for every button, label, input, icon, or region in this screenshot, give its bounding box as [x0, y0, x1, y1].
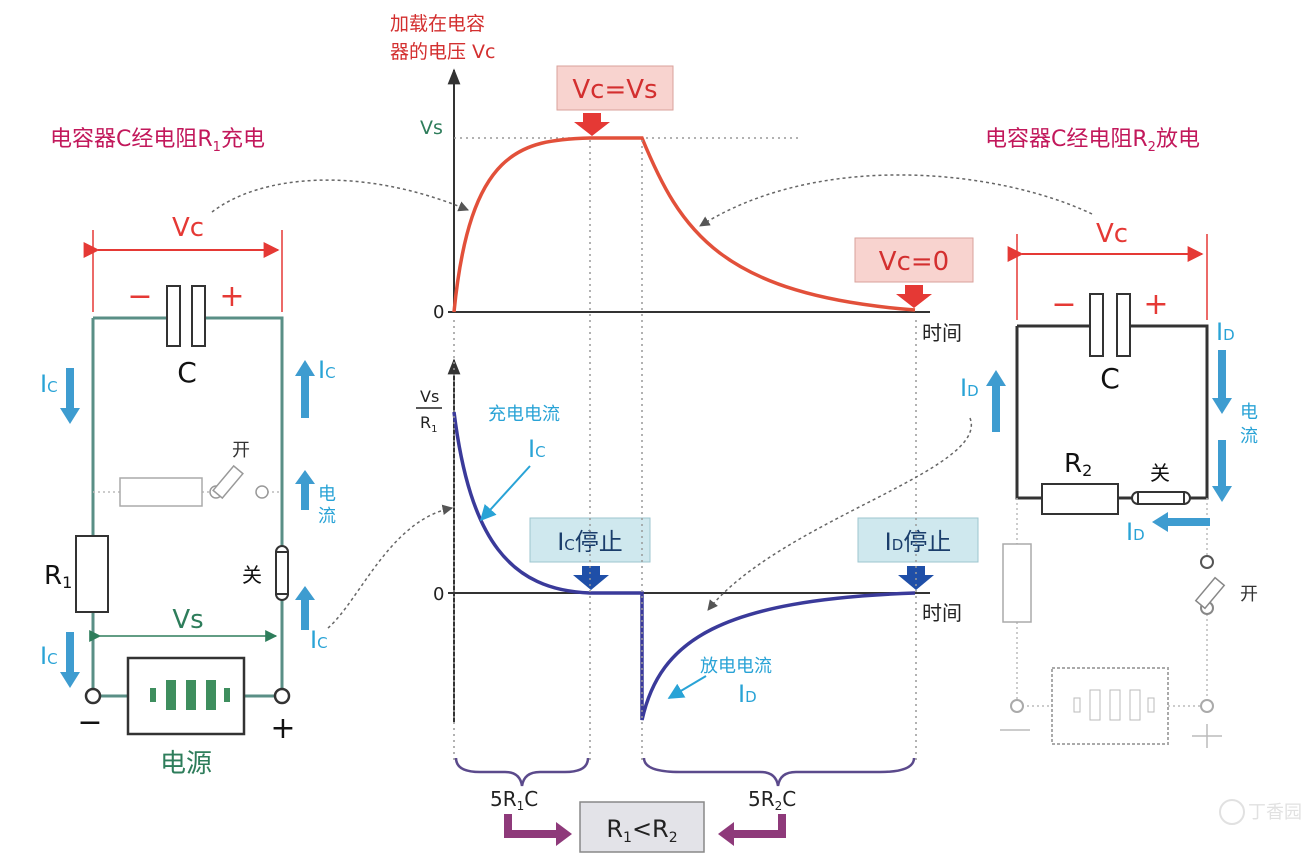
right-capacitor [1089, 293, 1104, 357]
time-label-bottom: 时间 [922, 601, 962, 625]
watermark-logo: 丁香园 [1219, 799, 1302, 825]
svg-text:IC: IC [40, 642, 58, 670]
ic-graph-pointer [479, 465, 531, 522]
r-compare-box [579, 801, 705, 853]
tau-discharge: 5R2C [748, 787, 796, 813]
brace-discharge [642, 757, 916, 787]
time-guides [453, 140, 917, 760]
vc-graph: 加载在电容 器的电压 Vc Vs 0 时间 Vc=Vs Vc=0 [390, 13, 974, 345]
left-vc-label: Vc [172, 213, 204, 243]
right-vc-label: Vc [1096, 219, 1128, 249]
svg-text:流: 流 [1240, 426, 1258, 447]
id-graph-label: ID [738, 680, 757, 708]
vc-axis-label: 加载在电容 [390, 13, 485, 35]
svg-text:电容器C经电阻R1充电: 电容器C经电阻R1充电 [50, 127, 265, 155]
zero-tick-top: 0 [433, 302, 444, 323]
vs-over-r1-num: Vs [420, 387, 439, 406]
vc-eq-vs-box [556, 65, 674, 111]
vs-tick: Vs [420, 117, 443, 139]
vc-eq-0-box [854, 237, 974, 283]
svg-text:关: 关 [242, 563, 262, 587]
svg-text:开: 开 [1240, 584, 1258, 605]
zero-tick-bottom: 0 [433, 584, 444, 605]
vs-over-r1-den: R1 [420, 413, 438, 435]
ic-stop-label: IC停止 [557, 528, 623, 556]
charge-current-label: 充电电流 [488, 404, 560, 425]
svg-text:流: 流 [318, 506, 336, 527]
left-resistor [75, 535, 109, 613]
svg-text:ID: ID [1216, 318, 1235, 346]
right-cap-label: C [1100, 362, 1120, 395]
left-capacitor [166, 285, 181, 347]
svg-text:丁香园: 丁香园 [1248, 802, 1302, 823]
id-stop-box [857, 517, 979, 563]
charge-title: 电容器C经电阻R1充电 [50, 127, 265, 155]
svg-text:−: − [77, 705, 102, 740]
discharge-current-label: 放电电流 [700, 656, 772, 677]
tau-charge: 5R1C [490, 787, 538, 813]
current-curve [452, 411, 916, 721]
svg-text:开: 开 [232, 440, 250, 461]
vc-eq-vs-label: Vc=Vs [572, 75, 657, 105]
right-resistor [1041, 483, 1119, 515]
current-graph: Vs R1 0 时间 充电电流 IC 放电电流 ID IC停止 ID停止 [416, 358, 979, 722]
r-compare-label: R1<R2 [606, 815, 677, 846]
power-label: 电源 [160, 749, 212, 779]
discharge-title: 电容器C经电阻R2放电 [985, 127, 1200, 155]
time-constant-braces: 5R1C 5R2C R1<R2 [454, 757, 916, 853]
svg-text:R1: R1 [44, 561, 72, 592]
svg-text:电: 电 [1240, 402, 1258, 423]
id-graph-pointer [667, 675, 707, 699]
svg-text:+: + [219, 279, 244, 314]
svg-text:+: + [1143, 287, 1168, 322]
arrow-discharge-to-compare [718, 814, 786, 846]
vc-eq-vs-pointer [574, 113, 610, 136]
vc-eq-0-label: Vc=0 [879, 247, 949, 277]
ic-graph-label: IC [528, 435, 546, 463]
vc-axis-label-2: 器的电压 Vc [390, 41, 495, 63]
id-stop-label: ID停止 [885, 528, 952, 556]
right-circuit: Vc − + C R2 关 开 ID ID [960, 219, 1258, 748]
connector-arrows [211, 174, 1093, 629]
ic-stop-pointer [573, 566, 609, 590]
arrow-charge-to-compare [504, 814, 572, 846]
svg-text:电: 电 [318, 484, 336, 505]
vc-eq-0-pointer [896, 285, 932, 308]
svg-text:−: − [127, 279, 152, 314]
svg-text:+: + [270, 711, 295, 746]
svg-text:电容器C经电阻R2放电: 电容器C经电阻R2放电 [985, 127, 1200, 155]
svg-text:−: − [1051, 287, 1076, 322]
svg-text:ID: ID [960, 374, 979, 402]
svg-text:IC: IC [40, 370, 58, 398]
left-circuit: Vc − + C R1 开 关 Vs − [40, 213, 336, 779]
svg-text:IC: IC [310, 626, 328, 654]
svg-text:ID: ID [1126, 518, 1145, 546]
left-cap-label: C [177, 356, 197, 389]
brace-charge [454, 757, 590, 787]
vc-curve [452, 136, 916, 313]
svg-text:关: 关 [1150, 461, 1170, 485]
svg-text:IC: IC [318, 356, 336, 384]
left-vs-label: Vs [172, 605, 203, 635]
time-label-top: 时间 [922, 321, 962, 345]
svg-text:R2: R2 [1064, 449, 1092, 480]
